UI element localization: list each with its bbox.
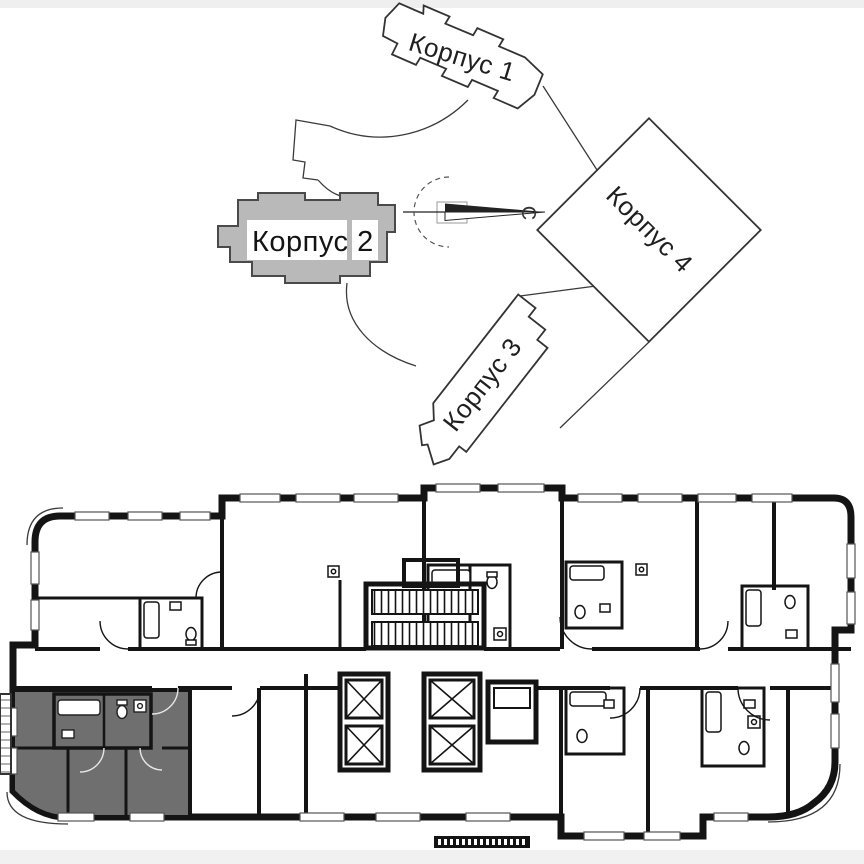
site-plan: Корпус 1 Корпус 4 Корпус 3 Корпус 2 [217,0,762,475]
building-korpus-1[interactable]: Корпус 1 [371,0,551,113]
elevator-core-2 [421,671,483,773]
site-paths [292,85,650,429]
entrance-porch [434,836,530,848]
appliance-icons [327,563,648,578]
korpus-2-number-box [352,220,378,260]
selected-apartment-fixtures [57,699,147,739]
top-strip [0,0,864,8]
balcony [0,693,12,775]
service-shaft [485,679,539,745]
korpus-2-label: Корпус 2 [252,226,374,258]
bathrooms [138,560,810,768]
selected-apartment[interactable] [8,687,192,822]
korpus-2-label-box [247,220,347,260]
door-arcs [99,571,771,721]
facade-trim [6,507,841,825]
bottom-strip [0,850,864,864]
building-korpus-4[interactable]: Корпус 4 [536,117,762,343]
selected-apartment-shape[interactable] [11,688,192,819]
building-korpus-3[interactable]: Корпус 3 [404,293,563,475]
selected-apartment-walls [13,692,190,817]
building-korpus-2[interactable]: Корпус 2 [217,192,396,284]
north-arrow: С [403,176,546,248]
north-dashed-arc [413,176,450,248]
stairwell [363,558,487,651]
windows [30,483,856,841]
elevator-core-1 [337,671,391,773]
north-arrow-head [445,203,545,212]
floor-plan [0,483,856,848]
north-label: С [517,206,539,220]
